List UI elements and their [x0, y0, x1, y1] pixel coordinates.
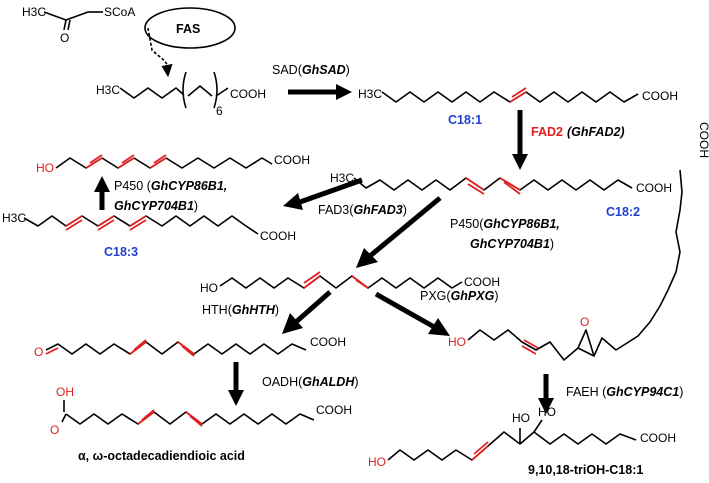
- p450-left-label-line2: GhCYP704B1): [114, 199, 198, 213]
- c18-1-methyl: H3C: [358, 87, 382, 101]
- fad3-enzyme-label: FAD3(GhFAD3): [318, 203, 407, 217]
- primer-oxygen: O: [60, 31, 69, 45]
- sad-enzyme-label: SAD(GhSAD): [272, 63, 350, 77]
- c18-1-name: C18:1: [448, 113, 482, 127]
- aldehyde-acid: COOH: [310, 335, 346, 349]
- p450-mid-label-line1: P450(GhCYP86B1,: [450, 217, 560, 231]
- epoxide-acid: COOH: [697, 122, 709, 158]
- palmitate-methyl: H3C: [96, 83, 120, 97]
- diacid-structure: OH O COOH α, ω-octadecadiendioic acid: [50, 385, 352, 463]
- triol-name: 9,10,18-triOH-C18:1: [528, 463, 643, 477]
- omega-hydroxy-c18-3-structure: HO COOH: [36, 153, 310, 175]
- c18-1-acid: COOH: [642, 89, 678, 103]
- triol-structure: HO HO HO COOH 9,10,18-triOH-C18:1: [368, 405, 676, 477]
- omega-oxo-structure: O COOH: [34, 335, 346, 359]
- primer-thioester: SCoA: [104, 5, 135, 19]
- omega-oh-c18-2-hydroxyl: HO: [200, 281, 218, 295]
- c18-3-acid: COOH: [260, 229, 296, 243]
- diacid-acid: COOH: [316, 403, 352, 417]
- pxg-enzyme-label: PXG(GhPXG): [420, 289, 499, 303]
- p450-mid-label-line2: GhCYP704B1): [470, 237, 554, 251]
- palmitate-acid: COOH: [230, 87, 266, 101]
- epoxide-oxygen: O: [580, 315, 589, 329]
- fas-label: FAS: [176, 22, 200, 36]
- c18-2-structure: H3C COOH C18:2: [330, 171, 672, 219]
- triol-oh10: HO: [538, 405, 556, 419]
- p450-left-label-line1: P450 (GhCYP86B1,: [114, 179, 227, 193]
- hth-enzyme-label: HTH(GhHTH): [202, 303, 279, 317]
- aldehyde-oxygen: O: [34, 345, 43, 359]
- epoxide-hydroxyl: HO: [448, 335, 466, 349]
- oadh-enzyme-label: OADH(GhALDH): [262, 375, 359, 389]
- c18-2-acid: COOH: [636, 181, 672, 195]
- triol-hydroxyl: HO: [368, 455, 386, 469]
- diacid-acid-o: O: [50, 423, 59, 437]
- diacid-acid-oh: OH: [56, 385, 74, 399]
- triol-acid: COOH: [640, 431, 676, 445]
- c18-3-name: C18:3: [104, 245, 138, 259]
- c18-2-methyl: H3C: [330, 171, 354, 185]
- triol-oh9: HO: [512, 411, 530, 425]
- acetyl-coa-primer: H3C O SCoA: [22, 5, 135, 45]
- fas-complex: FAS: [144, 7, 236, 49]
- diacid-name: α, ω-octadecadiendioic acid: [78, 449, 245, 463]
- c18-1-structure: H3C COOH C18:1: [358, 87, 678, 127]
- palmitate-repeat-count: 6: [216, 104, 223, 118]
- c18-2-name: C18:2: [606, 205, 640, 219]
- palmitate-structure: H3C 6 COOH: [96, 71, 266, 118]
- fad2-enzyme-label: FAD2(GhFAD2): [531, 125, 625, 139]
- omega-oh-c18-3-acid: COOH: [274, 153, 310, 167]
- faeh-enzyme-label: FAEH (GhCYP94C1): [566, 385, 683, 399]
- primer-methyl: H3C: [22, 5, 46, 19]
- omega-oh-c18-3-hydroxyl: HO: [36, 161, 54, 175]
- c18-3-structure: H3C COOH C18:3: [2, 211, 296, 259]
- omega-hydroxy-c18-2-structure: HO COOH: [200, 271, 500, 295]
- epoxide-structure: HO O COOH: [448, 122, 709, 361]
- omega-oh-c18-2-acid: COOH: [464, 275, 500, 289]
- c18-3-methyl: H3C: [2, 211, 26, 225]
